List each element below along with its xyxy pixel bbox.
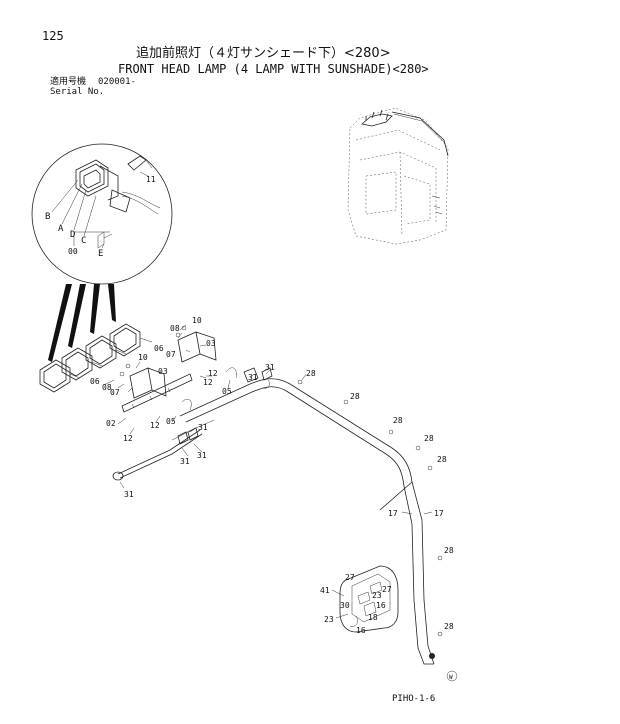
label-05-lower: 05 bbox=[166, 417, 176, 426]
label-16-upper: 16 bbox=[376, 601, 386, 610]
label-27-a: 27 bbox=[345, 573, 355, 582]
label-12-bottom-left: 12 bbox=[123, 434, 133, 443]
label-10-upper: 10 bbox=[192, 316, 202, 325]
label-31-clamp-b: 31 bbox=[180, 457, 190, 466]
label-31-top-a: 31 bbox=[248, 373, 258, 382]
label-10-lower: 10 bbox=[138, 353, 148, 362]
bolt-markers: W bbox=[297, 379, 458, 682]
label-12-bottom: 12 bbox=[150, 421, 160, 430]
label-03-lower: 03 bbox=[158, 367, 168, 376]
inset-label-11: 11 bbox=[146, 175, 156, 184]
wiring-harness bbox=[112, 367, 435, 665]
part-leader-lines bbox=[103, 324, 433, 619]
label-28-a: 28 bbox=[306, 369, 316, 378]
serial-label-english: Serial No. bbox=[50, 87, 105, 97]
head-lamps bbox=[39, 323, 153, 393]
label-12-mid: 12 bbox=[203, 378, 213, 387]
serial-number-value: 020001- bbox=[98, 77, 136, 87]
label-17-right: 17 bbox=[434, 509, 444, 518]
inset-label-c: C bbox=[81, 236, 86, 246]
label-06-upper: 06 bbox=[154, 344, 164, 353]
title-english: FRONT HEAD LAMP (4 LAMP WITH SUNSHADE)<2… bbox=[118, 62, 429, 76]
detail-inset: B A D C E 00 11 bbox=[31, 143, 173, 285]
label-28-b: 28 bbox=[350, 392, 360, 401]
label-28-g: 28 bbox=[444, 622, 454, 631]
label-31-clamp-a: 31 bbox=[198, 423, 208, 432]
label-28-f: 28 bbox=[444, 546, 454, 555]
label-31-clamp-c: 31 bbox=[197, 451, 207, 460]
label-41: 41 bbox=[320, 586, 330, 595]
label-23-lower: 23 bbox=[324, 615, 334, 624]
callout-wedges bbox=[48, 284, 116, 362]
label-08-lower: 08 bbox=[102, 383, 112, 392]
label-16-lower: 16 bbox=[356, 626, 366, 635]
inset-label-d: D bbox=[70, 230, 75, 240]
label-18: 18 bbox=[368, 613, 378, 622]
machine-cab-outline bbox=[347, 107, 449, 245]
inset-label-a: A bbox=[58, 224, 64, 234]
footer-code: PIHO-1-6 bbox=[392, 694, 436, 704]
label-12-right: 12 bbox=[208, 369, 218, 378]
label-28-e: 28 bbox=[437, 455, 447, 464]
label-02: 02 bbox=[106, 419, 116, 428]
lower-switch-assembly bbox=[339, 565, 399, 633]
page-number: 125 bbox=[42, 29, 64, 43]
label-06-lower: 06 bbox=[90, 377, 100, 386]
label-31-top-b: 31 bbox=[265, 363, 275, 372]
inset-label-b: B bbox=[45, 212, 50, 222]
label-23-upper: 23 bbox=[372, 591, 382, 600]
label-27-b: 27 bbox=[382, 585, 392, 594]
label-31-end: 31 bbox=[124, 490, 134, 499]
label-07-lower: 07 bbox=[110, 388, 120, 397]
inset-label-e: E bbox=[98, 249, 103, 259]
label-17-left: 17 bbox=[388, 509, 398, 518]
label-30: 30 bbox=[340, 601, 350, 610]
label-05-right: 05 bbox=[222, 387, 232, 396]
part-number-labels: 10 08 03 06 07 10 03 12 05 12 06 08 07 0… bbox=[90, 316, 454, 635]
serial-label-japanese: 適用号機 bbox=[50, 77, 87, 87]
label-28-d: 28 bbox=[424, 434, 434, 443]
inset-label-00: 00 bbox=[68, 247, 78, 256]
title-japanese: 追加前照灯（４灯サンシェード下）<280> bbox=[136, 46, 391, 61]
footer-mark: W bbox=[449, 674, 453, 681]
label-07-upper: 07 bbox=[166, 350, 176, 359]
label-28-c: 28 bbox=[393, 416, 403, 425]
label-08-upper: 08 bbox=[170, 324, 180, 333]
bracket-assembly bbox=[119, 325, 237, 413]
label-03-upper: 03 bbox=[206, 339, 216, 348]
